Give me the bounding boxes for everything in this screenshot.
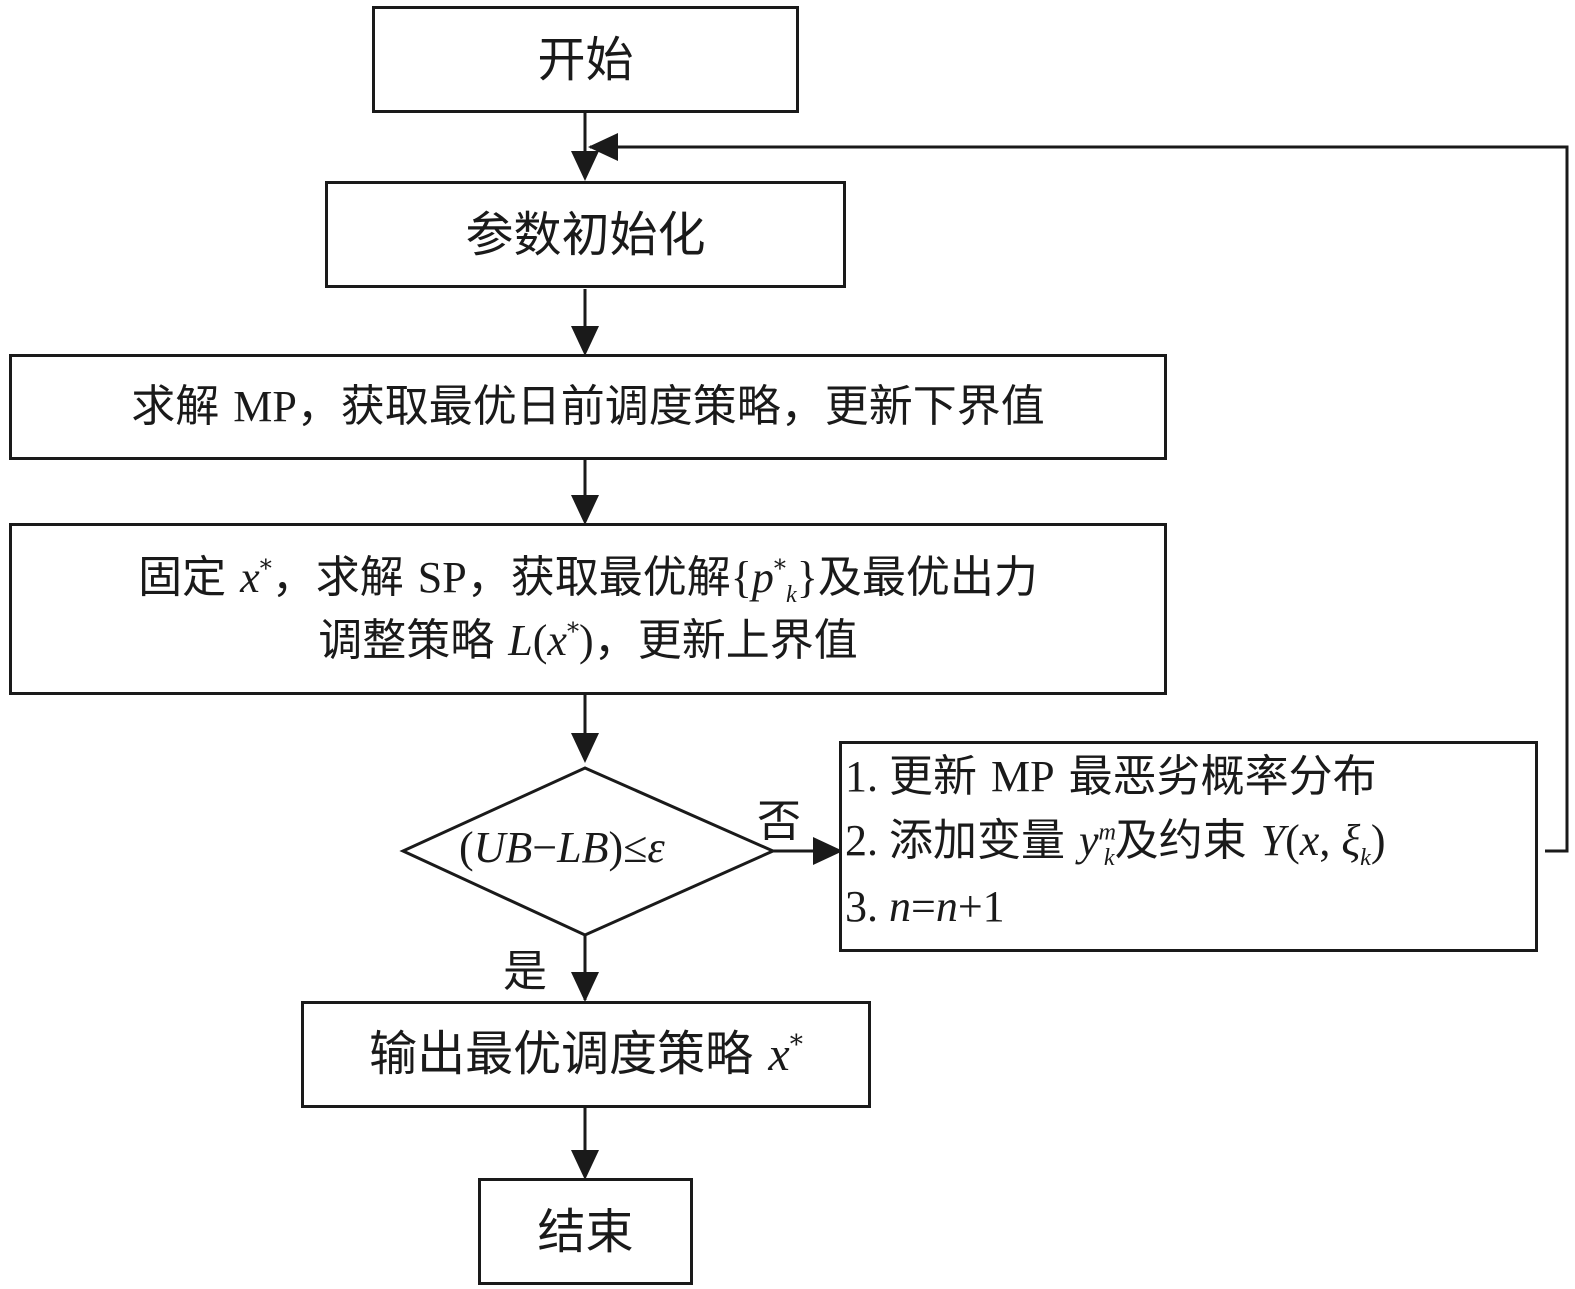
sp-star2: * [566,617,580,646]
output-var-x: x [768,1028,790,1081]
sp-abbrev: SP [417,552,467,602]
sp-line-1: 固定 x*，求解 SP，获取最优解{p*k}及最优出力 [138,548,1038,611]
mp-text-a: 求解 [131,381,234,433]
arrowhead-loop [588,133,618,161]
update-var-xi: ξ [1341,815,1361,865]
update-num-1: 1. [845,752,889,801]
decision-diamond [399,766,777,937]
cond-lparen: ( [459,823,474,872]
solve-mp-node: 求解 MP，获取最优日前调度策略，更新下界值 [9,354,1167,460]
update-text-1b: 最恶劣概率分布 [1054,751,1377,802]
arrowhead-update [813,837,843,865]
sp-text-fix: 固定 [138,551,241,603]
mp-abbrev: MP [233,382,297,432]
output-text: 输出最优调度策略 [369,1026,769,1082]
update-rparen: ) [1370,815,1386,865]
sp-var-L: L [508,616,533,666]
update-eq: = [911,881,936,931]
cond-le: ≤ [623,823,648,872]
sp-lbrace: { [730,552,752,602]
solve-mp-label: 求解 MP，获取最优日前调度策略，更新下界值 [131,377,1045,436]
update-box [839,741,1538,952]
cond-lb: LB [557,823,609,872]
update-var-n2: n [935,881,958,931]
sp-text-upper: ，更新上界值 [593,615,858,667]
update-line-2: 2. 添加变量 ymk及约束 Y(x, ξk) [845,809,1535,875]
output-label: 输出最优调度策略 x* [369,1024,803,1085]
end-node: 结束 [478,1178,693,1285]
arrowhead-sp [571,495,599,525]
feedback-loop-line [590,145,1569,853]
end-label: 结束 [537,1203,634,1260]
update-box-content: 1. 更新 MP 最恶劣概率分布 2. 添加变量 ymk及约束 Y(x, ξk)… [845,745,1535,938]
update-xi-sub-k: k [1360,843,1371,871]
update-text-2b: 及约束 [1114,814,1261,866]
sp-text-adjust: 调整策略 [318,615,509,667]
sp-star: * [259,553,272,582]
output-star: * [789,1029,803,1060]
cond-rparen: ) [608,823,624,872]
sp-var-x: x [240,552,260,602]
cond-ub: UB [473,823,533,872]
init-node: 参数初始化 [325,181,846,288]
start-label: 开始 [537,31,634,88]
init-label: 参数初始化 [465,206,706,263]
label-no: 否 [757,796,801,847]
update-text-2a: 添加变量 [889,814,1079,866]
update-text-1a: 更新 [889,751,991,802]
mp-text-c: ，获取最优日前调度策略，更新下界值 [296,381,1045,433]
update-y-sub-k: k [1103,843,1115,871]
label-yes: 是 [503,946,547,997]
update-num-3: 3. [845,881,889,931]
update-line-1: 1. 更新 MP 最恶劣概率分布 [845,745,1535,809]
sp-rparen: ) [579,616,594,666]
update-comma: , [1319,815,1342,865]
update-var-Y: Y [1260,815,1286,865]
sp-p-star: * [773,553,786,582]
update-num-2: 2. [845,815,889,865]
sp-text-output: 及最优出力 [817,551,1038,603]
update-line-3: 3. n=n+1 [845,875,1535,939]
sp-var-x2: x [547,616,567,666]
update-var-y: y [1079,815,1099,865]
cond-minus: − [532,823,558,872]
sp-p-sub-k: k [785,580,797,608]
start-node: 开始 [372,6,799,113]
arrowhead-decision [571,733,599,763]
arrowhead-output [571,972,599,1002]
sp-text-opt: ，获取最优解 [466,551,731,603]
update-var-x: x [1299,815,1320,865]
decision-condition: (UB−LB)≤ε [459,822,665,873]
solve-sp-node: 固定 x*，求解 SP，获取最优解{p*k}及最优出力 调整策略 L(x*)，更… [9,523,1167,695]
sp-text-solve: ，求解 [271,551,418,603]
update-var-n1: n [889,881,911,931]
arrowhead-init [571,151,599,181]
output-node: 输出最优调度策略 x* [301,1001,871,1108]
sp-lparen: ( [532,616,548,666]
update-y-sup-m: m [1098,818,1116,846]
arrowhead-mp [571,326,599,356]
cond-epsilon: ε [647,823,665,872]
sp-rbrace: } [796,552,818,602]
arrowhead-end [571,1150,599,1180]
sp-line-2: 调整策略 L(x*)，更新上界值 [318,611,857,670]
update-mp: MP [991,752,1055,801]
sp-var-p: p [751,552,774,602]
update-plus-one: +1 [957,881,1005,931]
update-lparen: ( [1285,815,1300,865]
